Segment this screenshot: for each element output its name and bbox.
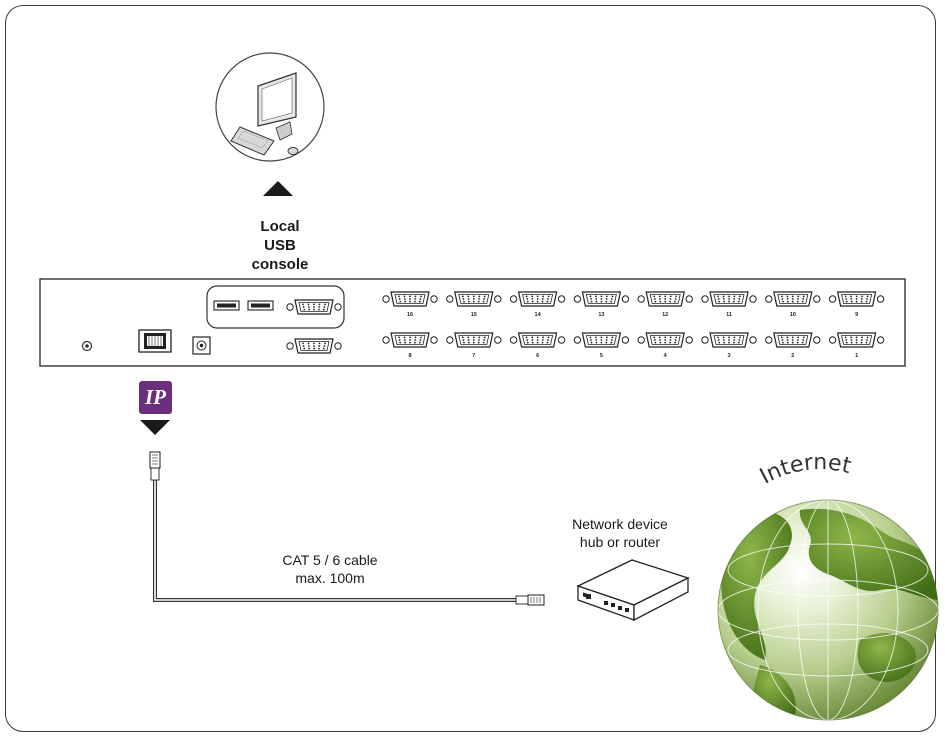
ip-badge-icon: IP bbox=[139, 381, 172, 414]
arrow-up-icon bbox=[263, 181, 293, 196]
port-number-label: 16 bbox=[407, 312, 413, 318]
usb-port-icon bbox=[247, 300, 274, 311]
router-icon bbox=[576, 559, 690, 622]
computer-port-6: 6 bbox=[509, 332, 566, 359]
vga-console-port-icon bbox=[286, 299, 342, 315]
computer-port-3: 3 bbox=[701, 332, 757, 359]
computer-icon bbox=[215, 52, 325, 162]
rj45-port-icon bbox=[138, 329, 172, 353]
diagram-frame bbox=[5, 5, 936, 732]
arrow-down-icon bbox=[140, 420, 170, 435]
computer-port-5: 5 bbox=[573, 332, 630, 359]
port-number-label: 11 bbox=[726, 312, 732, 318]
port-number-label: 9 bbox=[855, 312, 858, 318]
console-label-line: console bbox=[251, 256, 309, 273]
computer-port-14: 14 bbox=[509, 291, 566, 318]
network-device-label-line: hub or router bbox=[579, 534, 661, 550]
port-number-label: 2 bbox=[791, 353, 794, 359]
computer-port-12: 12 bbox=[637, 291, 693, 318]
cable-label-line: CAT 5 / 6 cable bbox=[282, 552, 378, 568]
port-number-label: 13 bbox=[598, 312, 604, 318]
computer-ports-group: 16 15 14 13 12 11 10 9 8 7 6 5 4 3 2 1 bbox=[382, 291, 885, 359]
port-number-label: 8 bbox=[408, 353, 411, 359]
network-device-label-line: Network device bbox=[572, 516, 668, 532]
globe-icon bbox=[717, 499, 939, 721]
port-number-label: 10 bbox=[790, 312, 796, 318]
console-label-line: USB bbox=[264, 237, 296, 254]
port-number-label: 3 bbox=[727, 353, 730, 359]
cat-cable bbox=[149, 451, 545, 606]
computer-port-2: 2 bbox=[765, 332, 821, 359]
dc-power-jack-icon bbox=[192, 336, 211, 355]
computer-port-4: 4 bbox=[637, 332, 693, 359]
computer-port-8: 8 bbox=[382, 332, 438, 359]
kvm-switch-panel: 16 15 14 13 12 11 10 9 8 7 6 5 4 3 2 1 bbox=[39, 278, 906, 367]
computer-port-16: 16 bbox=[382, 291, 438, 318]
console-label-line: Local bbox=[260, 218, 300, 235]
computer-port-10: 10 bbox=[765, 291, 821, 318]
cable-label-line: max. 100m bbox=[295, 570, 365, 586]
port-number-label: 15 bbox=[471, 312, 477, 318]
computer-port-1: 1 bbox=[828, 332, 885, 359]
cable-label: CAT 5 / 6 cable max. 100m bbox=[270, 551, 390, 587]
computer-port-7: 7 bbox=[446, 332, 502, 359]
rj45-plug-icon bbox=[149, 451, 161, 481]
network-device-label: Network device hub or router bbox=[555, 515, 685, 551]
port-number-label: 1 bbox=[855, 353, 858, 359]
port-number-label: 7 bbox=[472, 353, 475, 359]
port-number-label: 12 bbox=[662, 312, 668, 318]
local-usb-console-label: Local USB console bbox=[230, 217, 330, 274]
console-ports-group bbox=[206, 285, 345, 329]
rj45-plug-icon bbox=[515, 594, 545, 606]
internet-label: Internet bbox=[756, 450, 854, 489]
vga-port-icon bbox=[286, 338, 342, 354]
usb-port-icon bbox=[213, 300, 240, 311]
computer-port-11: 11 bbox=[701, 291, 757, 318]
vga-connector-icon bbox=[286, 338, 342, 354]
vga-connector-icon bbox=[286, 299, 342, 315]
computer-port-15: 15 bbox=[446, 291, 502, 318]
port-number-label: 5 bbox=[600, 353, 603, 359]
computer-port-13: 13 bbox=[573, 291, 630, 318]
port-number-label: 6 bbox=[536, 353, 539, 359]
port-number-label: 14 bbox=[535, 312, 542, 318]
port-number-label: 4 bbox=[664, 353, 668, 359]
computer-port-9: 9 bbox=[828, 291, 885, 318]
